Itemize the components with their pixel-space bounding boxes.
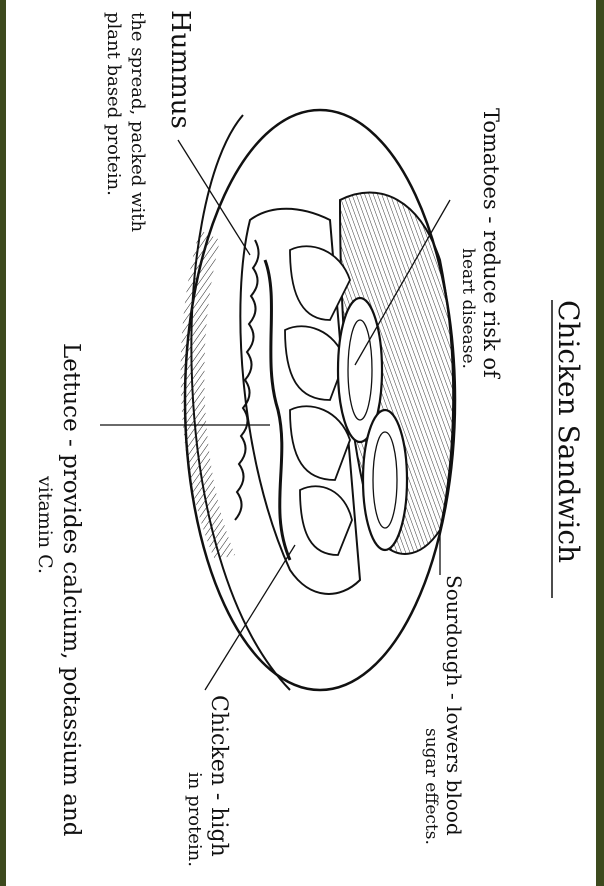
lettuce-label-line1: Lettuce - provides calcium, potassium an… [58,343,84,837]
page-title: Chicken Sandwich [552,300,585,563]
tomatoes-label-line2: heart disease. [458,248,478,369]
chicken-piece-4 [300,486,352,555]
plate-shadow [181,230,235,560]
hummus-label-line1: the spread, packed with [127,12,148,232]
sourdough-label-line2: sugar effects. [421,728,441,845]
leader-chicken [205,545,295,690]
hummus-label-line2: plant based protein. [103,12,124,196]
lettuce-edge [235,240,259,520]
hummus-label-title: Hummus [165,10,195,129]
tomato-slice-2 [363,410,407,550]
sourdough-label-line1: Sourdough - lowers blood [442,575,466,836]
chicken-piece-2 [285,326,345,400]
chicken-piece-3 [290,406,350,480]
lettuce-label-line2: vitamin C. [34,476,56,574]
tomatoes-label-line1: Tomatoes - reduce risk of [479,108,503,378]
chicken-label-line1: Chicken - high [206,695,231,857]
chicken-label-line2: in protein. [184,772,205,867]
